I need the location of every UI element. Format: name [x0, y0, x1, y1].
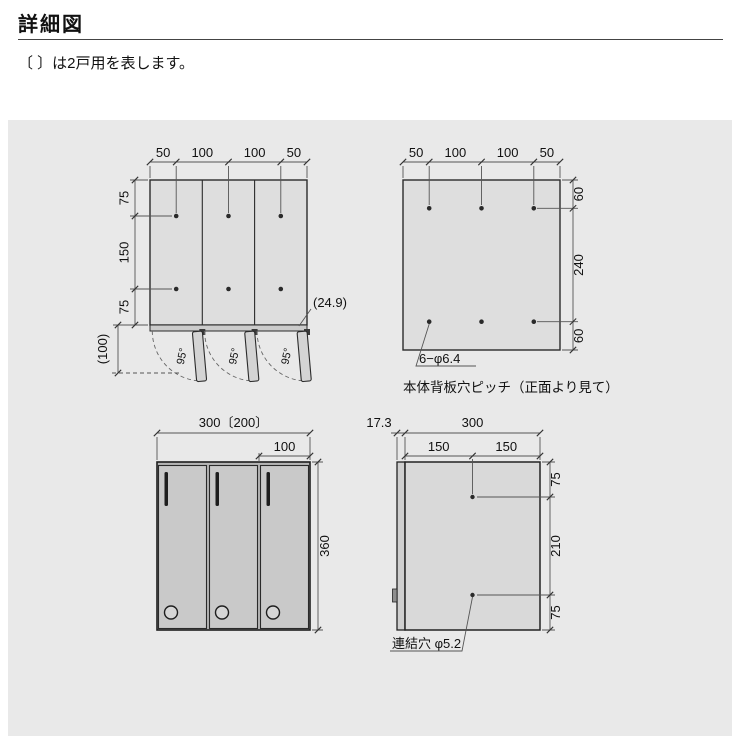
open-door-swings	[151, 330, 312, 383]
lock-dial	[163, 605, 179, 620]
dim-label: 300	[462, 415, 484, 430]
door-angle-label: 95°	[227, 347, 242, 366]
front-frame-strip	[149, 324, 308, 332]
dim-label: 75	[548, 472, 563, 486]
lock-dial	[214, 605, 230, 620]
dim-label: 150	[117, 242, 132, 264]
dim-label: (100)	[95, 334, 110, 364]
top-panel-holes	[173, 213, 284, 292]
dim-label: 60	[571, 329, 586, 343]
dim-label: 50	[156, 145, 170, 160]
dim-label: 75	[117, 191, 132, 205]
dimension-ticks	[393, 429, 554, 634]
dim-label: 360	[317, 535, 332, 557]
dim-label: 210	[548, 535, 563, 557]
dim-label: 100	[444, 145, 466, 160]
front-view-drawing: 300〔200〕 100 360	[153, 415, 332, 634]
dim-label: 240	[571, 254, 586, 276]
legend-note: 〔 〕は2戸用を表します。	[18, 55, 195, 72]
dim-label: 75	[117, 300, 132, 314]
side-view-drawing: 17.3 300 150 150 75 210 75 連結穴 φ5.2	[366, 415, 563, 652]
open-door-panel	[191, 330, 208, 383]
dim-label: 60	[571, 187, 586, 201]
dim-label: 100	[244, 145, 266, 160]
back-panel-drawing: 50 100 100 50 60 240 60 6−φ6.4 本体背板穴ピッチ（…	[399, 145, 619, 395]
dim-label: 100	[191, 145, 213, 160]
mail-slot	[266, 472, 270, 506]
mail-slot	[164, 472, 168, 506]
open-door-panel	[244, 330, 260, 383]
dim-label: 100	[274, 439, 296, 454]
lock-dial	[265, 605, 281, 620]
connection-holes	[470, 494, 475, 598]
hole-leader-line	[390, 596, 473, 652]
door-angle-label: 95°	[175, 347, 190, 366]
hole-leader-line	[415, 323, 476, 367]
lock-protrusion	[392, 588, 398, 603]
mail-slot	[215, 472, 219, 506]
door-angle-label: 95°	[279, 347, 294, 366]
dimension-ticks	[153, 429, 322, 634]
open-door-panel	[296, 330, 312, 383]
door-offset-leader	[298, 308, 312, 327]
title-divider	[18, 39, 723, 40]
diagram-canvas: 50 100 100 50 75 150 75 (100) (24.9) 95°…	[95, 145, 619, 652]
hole-count-label: 6−φ6.4	[419, 351, 460, 366]
dimension-ticks	[114, 158, 311, 377]
top-view-drawing: 50 100 100 50 75 150 75 (100) (24.9) 95°…	[95, 145, 347, 383]
side-door-edge	[396, 461, 406, 631]
page-title: 詳細図	[18, 14, 84, 36]
dim-label: 50	[409, 145, 423, 160]
extension-lines	[402, 166, 578, 351]
connection-hole-label: 連結穴 φ5.2	[392, 636, 461, 651]
back-panel-holes	[426, 206, 537, 324]
dimension-ticks	[399, 158, 577, 354]
compartment-divider-lines	[201, 180, 256, 325]
extension-lines	[156, 437, 323, 631]
back-panel-caption: 本体背板穴ピッチ（正面より見て）	[403, 380, 619, 395]
dim-label: 100	[497, 145, 519, 160]
dim-label: 150	[495, 439, 517, 454]
extension-lines	[113, 166, 308, 326]
dim-label: 50	[540, 145, 554, 160]
dimension-lines	[157, 432, 319, 630]
dim-label: 150	[428, 439, 450, 454]
dim-label: 300〔200〕	[199, 415, 268, 430]
extension-lines	[396, 437, 555, 631]
dim-label: 75	[548, 605, 563, 619]
diagram-panel: 50 100 100 50 75 150 75 (100) (24.9) 95°…	[8, 120, 732, 736]
dim-label: 17.3	[366, 415, 391, 430]
back-panel-body	[402, 179, 561, 351]
dim-label: 50	[287, 145, 301, 160]
dim-label: (24.9)	[313, 295, 347, 310]
front-doors	[157, 464, 310, 630]
